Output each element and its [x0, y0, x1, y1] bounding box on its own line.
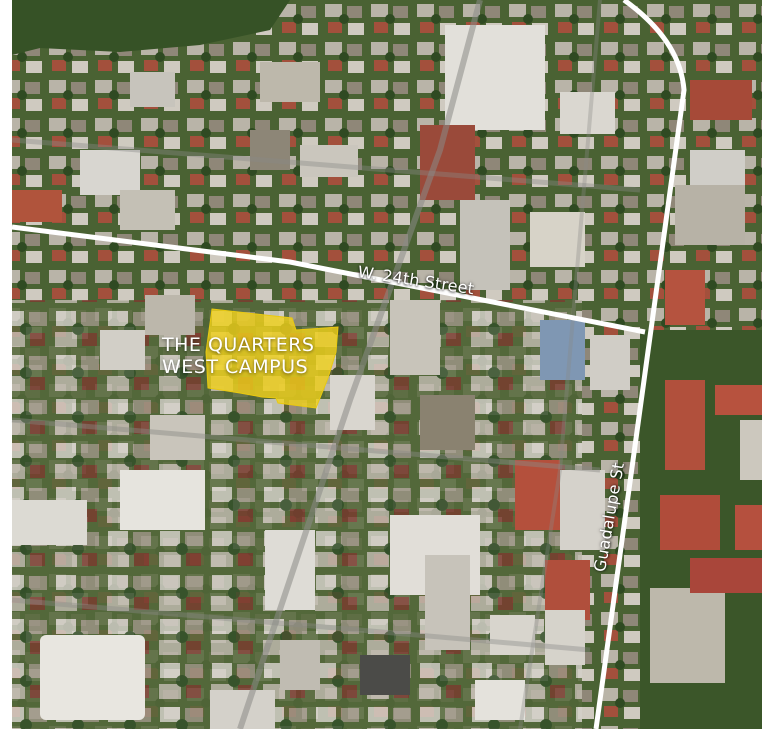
building	[515, 460, 560, 530]
minor-road	[11, 597, 591, 653]
building	[490, 615, 535, 655]
building	[145, 295, 195, 335]
building	[665, 270, 705, 325]
property-label-line2: WEST CAMPUS	[162, 356, 309, 378]
building	[80, 150, 140, 195]
building	[300, 145, 358, 177]
property-highlight[interactable]	[205, 308, 339, 409]
park-greenery	[12, 0, 290, 55]
building	[12, 500, 87, 545]
minor-road	[518, 0, 602, 729]
building	[260, 62, 320, 102]
building	[545, 610, 585, 665]
building	[150, 415, 205, 460]
minor-road	[11, 417, 601, 473]
building	[660, 495, 720, 550]
building	[530, 212, 585, 267]
building	[650, 588, 725, 683]
building	[690, 150, 745, 185]
property-label-line1: THE QUARTERS	[162, 334, 315, 356]
guadalupe-street-line	[593, 0, 687, 729]
building	[665, 380, 705, 470]
building	[540, 320, 585, 380]
building	[560, 92, 615, 134]
building	[250, 130, 290, 170]
building	[12, 190, 62, 222]
building	[130, 72, 175, 107]
building	[420, 395, 475, 450]
building	[120, 470, 205, 530]
building	[690, 80, 752, 120]
w24th-street-line	[11, 224, 646, 335]
minor-road	[237, 0, 483, 729]
building	[460, 200, 510, 290]
building	[120, 190, 175, 230]
building	[690, 558, 762, 593]
minor-road	[11, 137, 641, 193]
building	[735, 505, 762, 550]
building	[560, 470, 605, 550]
building	[390, 300, 440, 375]
building	[330, 375, 375, 430]
building	[40, 635, 145, 720]
building	[425, 555, 470, 650]
building	[100, 330, 145, 370]
building	[590, 335, 630, 390]
building	[280, 640, 320, 690]
building	[360, 655, 410, 695]
property-label: THE QUARTERS WEST CAMPUS	[162, 334, 315, 378]
building	[475, 680, 525, 720]
building	[740, 420, 762, 480]
building	[715, 385, 762, 415]
building	[675, 185, 745, 245]
